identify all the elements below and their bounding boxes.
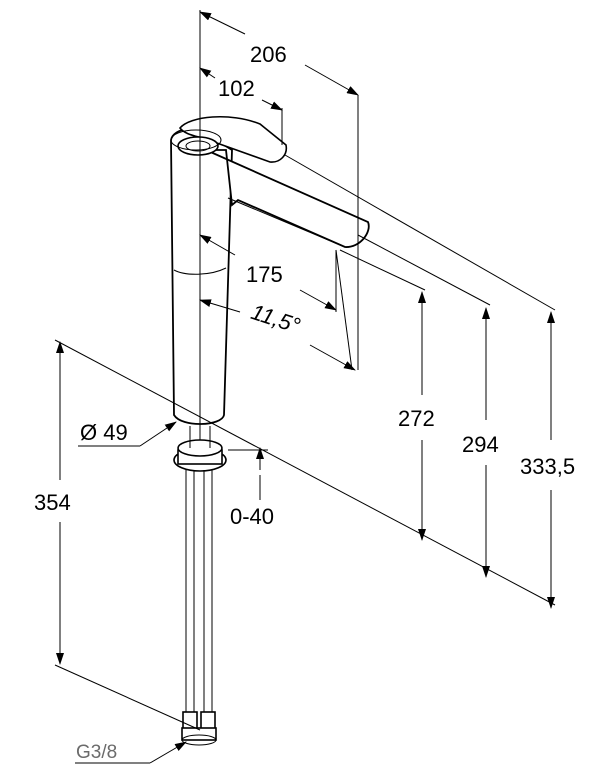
dim-label-angle: 11,5°: [248, 299, 303, 338]
dim-label-333-5: 333,5: [520, 454, 575, 479]
dim-label-206: 206: [250, 42, 287, 67]
dim-label-102: 102: [218, 76, 255, 101]
dim-label-272: 272: [398, 406, 435, 431]
dim-label-175: 175: [246, 262, 283, 287]
dim-label-clamp-range: 0-40: [230, 504, 274, 529]
dim-label-294: 294: [462, 432, 499, 457]
supply-hoses: [181, 470, 217, 746]
dim-label-354: 354: [34, 490, 71, 515]
dimension-arrows: [56, 11, 555, 764]
dim-label-thread: G3/8: [76, 742, 117, 763]
extension-lines: [54, 10, 556, 731]
dim-label-diameter: Ø 49: [80, 420, 128, 445]
